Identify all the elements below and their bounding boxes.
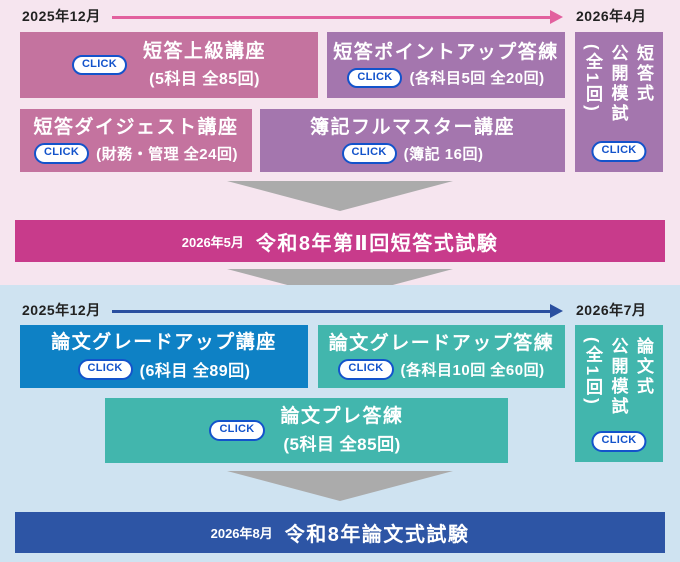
course-title: 簿記フルマスター講座 bbox=[309, 117, 515, 139]
course-subline: CLICK (簿記 16回) bbox=[341, 143, 484, 164]
course-tanto-digest[interactable]: 短答ダイジェスト講座 CLICK (財務・管理 全24回) bbox=[20, 109, 252, 172]
click-badge[interactable]: CLICK bbox=[347, 67, 403, 89]
course-title: 論文プレ答練 bbox=[280, 405, 404, 427]
course-subline: CLICK (6科目 全89回) bbox=[77, 357, 251, 381]
tanto-exam-banner: 2026年5月 令和8年第Ⅱ回短答式試験 bbox=[15, 220, 665, 262]
course-ronbun-mock-exam[interactable]: 論文式 公開模試 (全1回) CLICK bbox=[575, 325, 663, 462]
course-subline: CLICK (各科目5回 全20回) bbox=[347, 67, 545, 89]
course-detail: (財務・管理 全24回) bbox=[96, 145, 238, 163]
course-boki-fullmaster[interactable]: 簿記フルマスター講座 CLICK (簿記 16回) bbox=[260, 109, 565, 172]
course-detail: (各科目5回 全20回) bbox=[409, 70, 545, 88]
click-badge[interactable]: CLICK bbox=[34, 143, 90, 164]
course-detail: (5科目 全85回) bbox=[149, 71, 260, 89]
mock-line2: 公開模試 bbox=[608, 44, 628, 124]
click-badge[interactable]: CLICK bbox=[338, 359, 394, 380]
tanto-timeline-end-label: 2026年4月 bbox=[576, 8, 647, 24]
mock-line1: 短答式 bbox=[634, 44, 653, 104]
mock-line3: (全1回) bbox=[583, 44, 602, 114]
course-text: 短答上級講座 (5科目 全85回) bbox=[143, 41, 266, 90]
mock-line3: (全1回) bbox=[583, 337, 602, 407]
tanto-timeline-line bbox=[112, 16, 550, 19]
course-title: 短答ポイントアップ答練 bbox=[333, 41, 559, 63]
course-detail: (5科目 全85回) bbox=[283, 435, 401, 455]
ronbun-timeline-start-label: 2025年12月 bbox=[22, 302, 101, 318]
click-badge[interactable]: CLICK bbox=[209, 420, 265, 441]
click-badge[interactable]: CLICK bbox=[341, 143, 397, 164]
click-badge[interactable]: CLICK bbox=[591, 141, 647, 162]
mock-title-vertical: 論文式 公開模試 (全1回) bbox=[575, 337, 663, 417]
course-ronbun-gradeup-toren[interactable]: 論文グレードアップ答練 CLICK (各科目10回 全60回) bbox=[318, 325, 565, 388]
click-badge[interactable]: CLICK bbox=[77, 359, 133, 380]
course-title: 論文グレードアップ答練 bbox=[328, 333, 555, 355]
course-subline: CLICK (各科目10回 全60回) bbox=[338, 359, 544, 380]
course-title: 論文グレードアップ講座 bbox=[51, 331, 277, 353]
exam-title: 令和8年論文式試験 bbox=[284, 524, 470, 546]
course-ronbun-pre-toren[interactable]: CLICK 論文プレ答練 (5科目 全85回) bbox=[105, 398, 508, 463]
course-title: 短答ダイジェスト講座 bbox=[33, 117, 239, 139]
course-tanto-mock-exam[interactable]: 短答式 公開模試 (全1回) CLICK bbox=[575, 32, 663, 172]
course-subline: CLICK (財務・管理 全24回) bbox=[34, 143, 238, 164]
mock-title-vertical: 短答式 公開模試 (全1回) bbox=[575, 44, 663, 124]
ronbun-exam-banner: 2026年8月 令和8年論文式試験 bbox=[15, 512, 665, 553]
click-badge[interactable]: CLICK bbox=[591, 431, 647, 452]
course-text: 論文プレ答練 (5科目 全85回) bbox=[281, 406, 404, 456]
click-badge[interactable]: CLICK bbox=[71, 54, 128, 76]
tanto-section: 2025年12月 2026年4月 CLICK 短答上級講座 (5科目 全85回)… bbox=[0, 0, 680, 299]
tanto-timeline-start-label: 2025年12月 bbox=[22, 8, 101, 24]
ronbun-section: 2025年12月 2026年7月 論文グレードアップ講座 CLICK (6科目 … bbox=[0, 285, 680, 562]
course-tanto-pointup[interactable]: 短答ポイントアップ答練 CLICK (各科目5回 全20回) bbox=[327, 32, 565, 98]
course-title: 短答上級講座 bbox=[143, 40, 267, 62]
ronbun-timeline-end-label: 2026年7月 bbox=[576, 302, 647, 318]
course-detail: (簿記 16回) bbox=[403, 145, 484, 163]
exam-date: 2026年5月 bbox=[181, 234, 244, 250]
ronbun-timeline-line bbox=[112, 310, 550, 313]
course-detail: (6科目 全89回) bbox=[139, 363, 251, 381]
down-arrow-icon bbox=[227, 471, 453, 501]
course-tanto-jokyu[interactable]: CLICK 短答上級講座 (5科目 全85回) bbox=[20, 32, 318, 98]
course-ronbun-gradeup[interactable]: 論文グレードアップ講座 CLICK (6科目 全89回) bbox=[20, 325, 308, 388]
exam-title: 令和8年第Ⅱ回短答式試験 bbox=[255, 232, 499, 255]
mock-line1: 論文式 bbox=[634, 337, 653, 397]
tanto-timeline-arrow-icon bbox=[550, 10, 563, 24]
course-detail: (各科目10回 全60回) bbox=[400, 361, 545, 379]
mock-line2: 公開模試 bbox=[608, 337, 628, 417]
ronbun-timeline-arrow-icon bbox=[550, 304, 563, 318]
exam-date: 2026年8月 bbox=[210, 526, 273, 541]
down-arrow-icon bbox=[227, 181, 453, 211]
